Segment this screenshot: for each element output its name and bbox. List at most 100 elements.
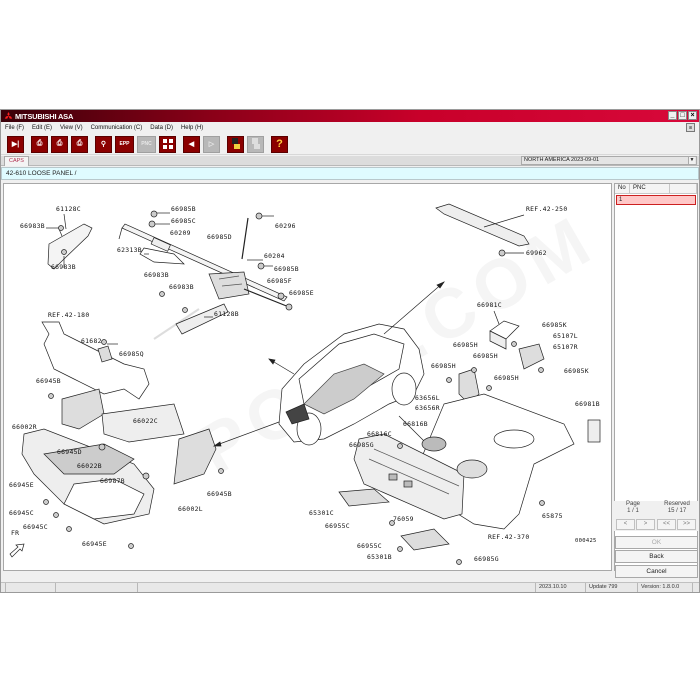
- part-label[interactable]: 66816B: [403, 420, 428, 428]
- part-label[interactable]: 60296: [275, 222, 296, 230]
- part-label[interactable]: 66945E: [9, 481, 34, 489]
- part-label[interactable]: 66816C: [367, 430, 392, 438]
- cancel-button[interactable]: Cancel: [615, 565, 698, 578]
- save-button[interactable]: [227, 135, 244, 153]
- ref-label[interactable]: REF.42-250: [526, 205, 568, 213]
- menu-communication[interactable]: Communication (C): [90, 124, 143, 131]
- part-label[interactable]: 66981B: [575, 400, 600, 408]
- part-label[interactable]: 66985H: [494, 374, 519, 382]
- part-label[interactable]: 60204: [264, 252, 285, 260]
- part-label[interactable]: 66985H: [453, 341, 478, 349]
- part-label[interactable]: 66983B: [169, 283, 194, 291]
- row-extra: [670, 196, 695, 204]
- part-label[interactable]: 66985K: [542, 321, 567, 329]
- part-label[interactable]: 61128B: [214, 310, 239, 318]
- part-label[interactable]: 60209: [170, 229, 191, 237]
- back-button[interactable]: Back: [615, 550, 698, 563]
- maximize-button[interactable]: □: [678, 111, 687, 120]
- menu-help[interactable]: Help (H): [180, 124, 204, 131]
- exit-button[interactable]: ▶|: [7, 135, 24, 153]
- grid-view-button[interactable]: [159, 135, 176, 153]
- title-bar[interactable]: MITSUBISHI ASA _ □ ×: [1, 110, 699, 122]
- first-page-button[interactable]: <<: [657, 519, 676, 530]
- window-mode-icon[interactable]: ⊞: [686, 123, 695, 132]
- print-screen-button[interactable]: ⎙: [31, 135, 48, 153]
- part-label[interactable]: 66022C: [133, 417, 158, 425]
- region-select[interactable]: NORTH AMERICA 2023-09-01 ▼: [521, 156, 697, 165]
- part-label[interactable]: 76059: [393, 515, 414, 523]
- part-label[interactable]: 66985K: [564, 367, 589, 375]
- part-label[interactable]: 66981C: [477, 301, 502, 309]
- ref-label[interactable]: REF.42-370: [488, 533, 530, 541]
- epp-button[interactable]: EPP: [115, 135, 134, 153]
- pnc-button[interactable]: PNC: [137, 135, 156, 153]
- part-label[interactable]: 66985H: [431, 362, 456, 370]
- export-button[interactable]: [247, 135, 264, 153]
- ref-label[interactable]: REF.42-180: [48, 311, 90, 319]
- ok-button[interactable]: OK: [615, 536, 698, 549]
- part-label[interactable]: 66985G: [349, 441, 374, 449]
- part-label[interactable]: 66002L: [178, 505, 203, 513]
- parts-diagram[interactable]: PCDB.COM: [3, 183, 612, 571]
- part-label[interactable]: 65301C: [309, 509, 334, 517]
- close-button[interactable]: ×: [688, 111, 697, 120]
- part-label[interactable]: 66022B: [77, 462, 102, 470]
- part-label[interactable]: 66945C: [9, 509, 34, 517]
- part-label[interactable]: 66985D: [207, 233, 232, 241]
- part-label[interactable]: 65107L: [553, 332, 578, 340]
- menu-edit[interactable]: Edit (E): [32, 124, 53, 131]
- column-no[interactable]: No: [615, 184, 630, 193]
- part-label[interactable]: 62313B: [117, 246, 142, 254]
- part-label[interactable]: 66983B: [144, 271, 169, 279]
- part-label[interactable]: 61128C: [56, 205, 81, 213]
- menu-data[interactable]: Data (D): [150, 124, 173, 131]
- part-label[interactable]: 66985Q: [119, 350, 144, 358]
- print-preview-button[interactable]: ⎙: [71, 135, 88, 153]
- menu-file[interactable]: File (F): [5, 124, 24, 131]
- part-label[interactable]: 66985E: [289, 289, 314, 297]
- search-button[interactable]: ⚲: [95, 135, 112, 153]
- part-label[interactable]: 65301B: [367, 553, 392, 561]
- previous-button[interactable]: ◀: [183, 135, 200, 153]
- part-label[interactable]: 66945B: [36, 377, 61, 385]
- reserved-value: 15 / 17: [667, 508, 687, 514]
- part-label[interactable]: 61682: [81, 337, 102, 345]
- parts-list-row[interactable]: 1: [616, 195, 696, 205]
- part-label[interactable]: 66945D: [57, 448, 82, 456]
- prev-page-button[interactable]: <: [616, 519, 635, 530]
- column-pnc[interactable]: PNC: [630, 184, 670, 193]
- print-button[interactable]: ⎙: [51, 135, 68, 153]
- part-label[interactable]: 66983B: [51, 263, 76, 271]
- part-label[interactable]: 65107R: [553, 343, 578, 351]
- part-label[interactable]: 66985H: [473, 352, 498, 360]
- epp-icon: EPP: [119, 141, 130, 147]
- part-label[interactable]: 66955C: [357, 542, 382, 550]
- part-label[interactable]: 63656L: [415, 394, 440, 402]
- part-label[interactable]: 66985G: [474, 555, 499, 563]
- next-page-button[interactable]: >: [636, 519, 655, 530]
- help-button[interactable]: ?: [271, 135, 288, 153]
- last-page-button[interactable]: >>: [677, 519, 696, 530]
- part-label[interactable]: 66985F: [267, 277, 292, 285]
- part-label[interactable]: 66945C: [23, 523, 48, 531]
- column-extra[interactable]: [670, 184, 697, 193]
- part-label[interactable]: 69962: [526, 249, 547, 257]
- help-icon: ?: [276, 138, 283, 150]
- part-label[interactable]: 66945E: [82, 540, 107, 548]
- part-label[interactable]: 65875: [542, 512, 563, 520]
- part-label[interactable]: 66985B: [171, 205, 196, 213]
- chevron-down-icon[interactable]: ▼: [688, 157, 695, 164]
- part-label[interactable]: 63656R: [415, 404, 440, 412]
- part-label[interactable]: 66002R: [12, 423, 37, 431]
- part-label[interactable]: 66985B: [274, 265, 299, 273]
- part-label[interactable]: 66955C: [325, 522, 350, 530]
- diagram-drawing: [9, 203, 601, 565]
- minimize-button[interactable]: _: [668, 111, 677, 120]
- next-button[interactable]: ▷: [203, 135, 220, 153]
- part-label[interactable]: 66945B: [207, 490, 232, 498]
- part-label[interactable]: 66983B: [20, 222, 45, 230]
- tab-caps[interactable]: CAPS: [4, 156, 29, 166]
- part-label[interactable]: 66987B: [100, 477, 125, 485]
- part-label[interactable]: 66985C: [171, 217, 196, 225]
- menu-view[interactable]: View (V): [60, 124, 83, 131]
